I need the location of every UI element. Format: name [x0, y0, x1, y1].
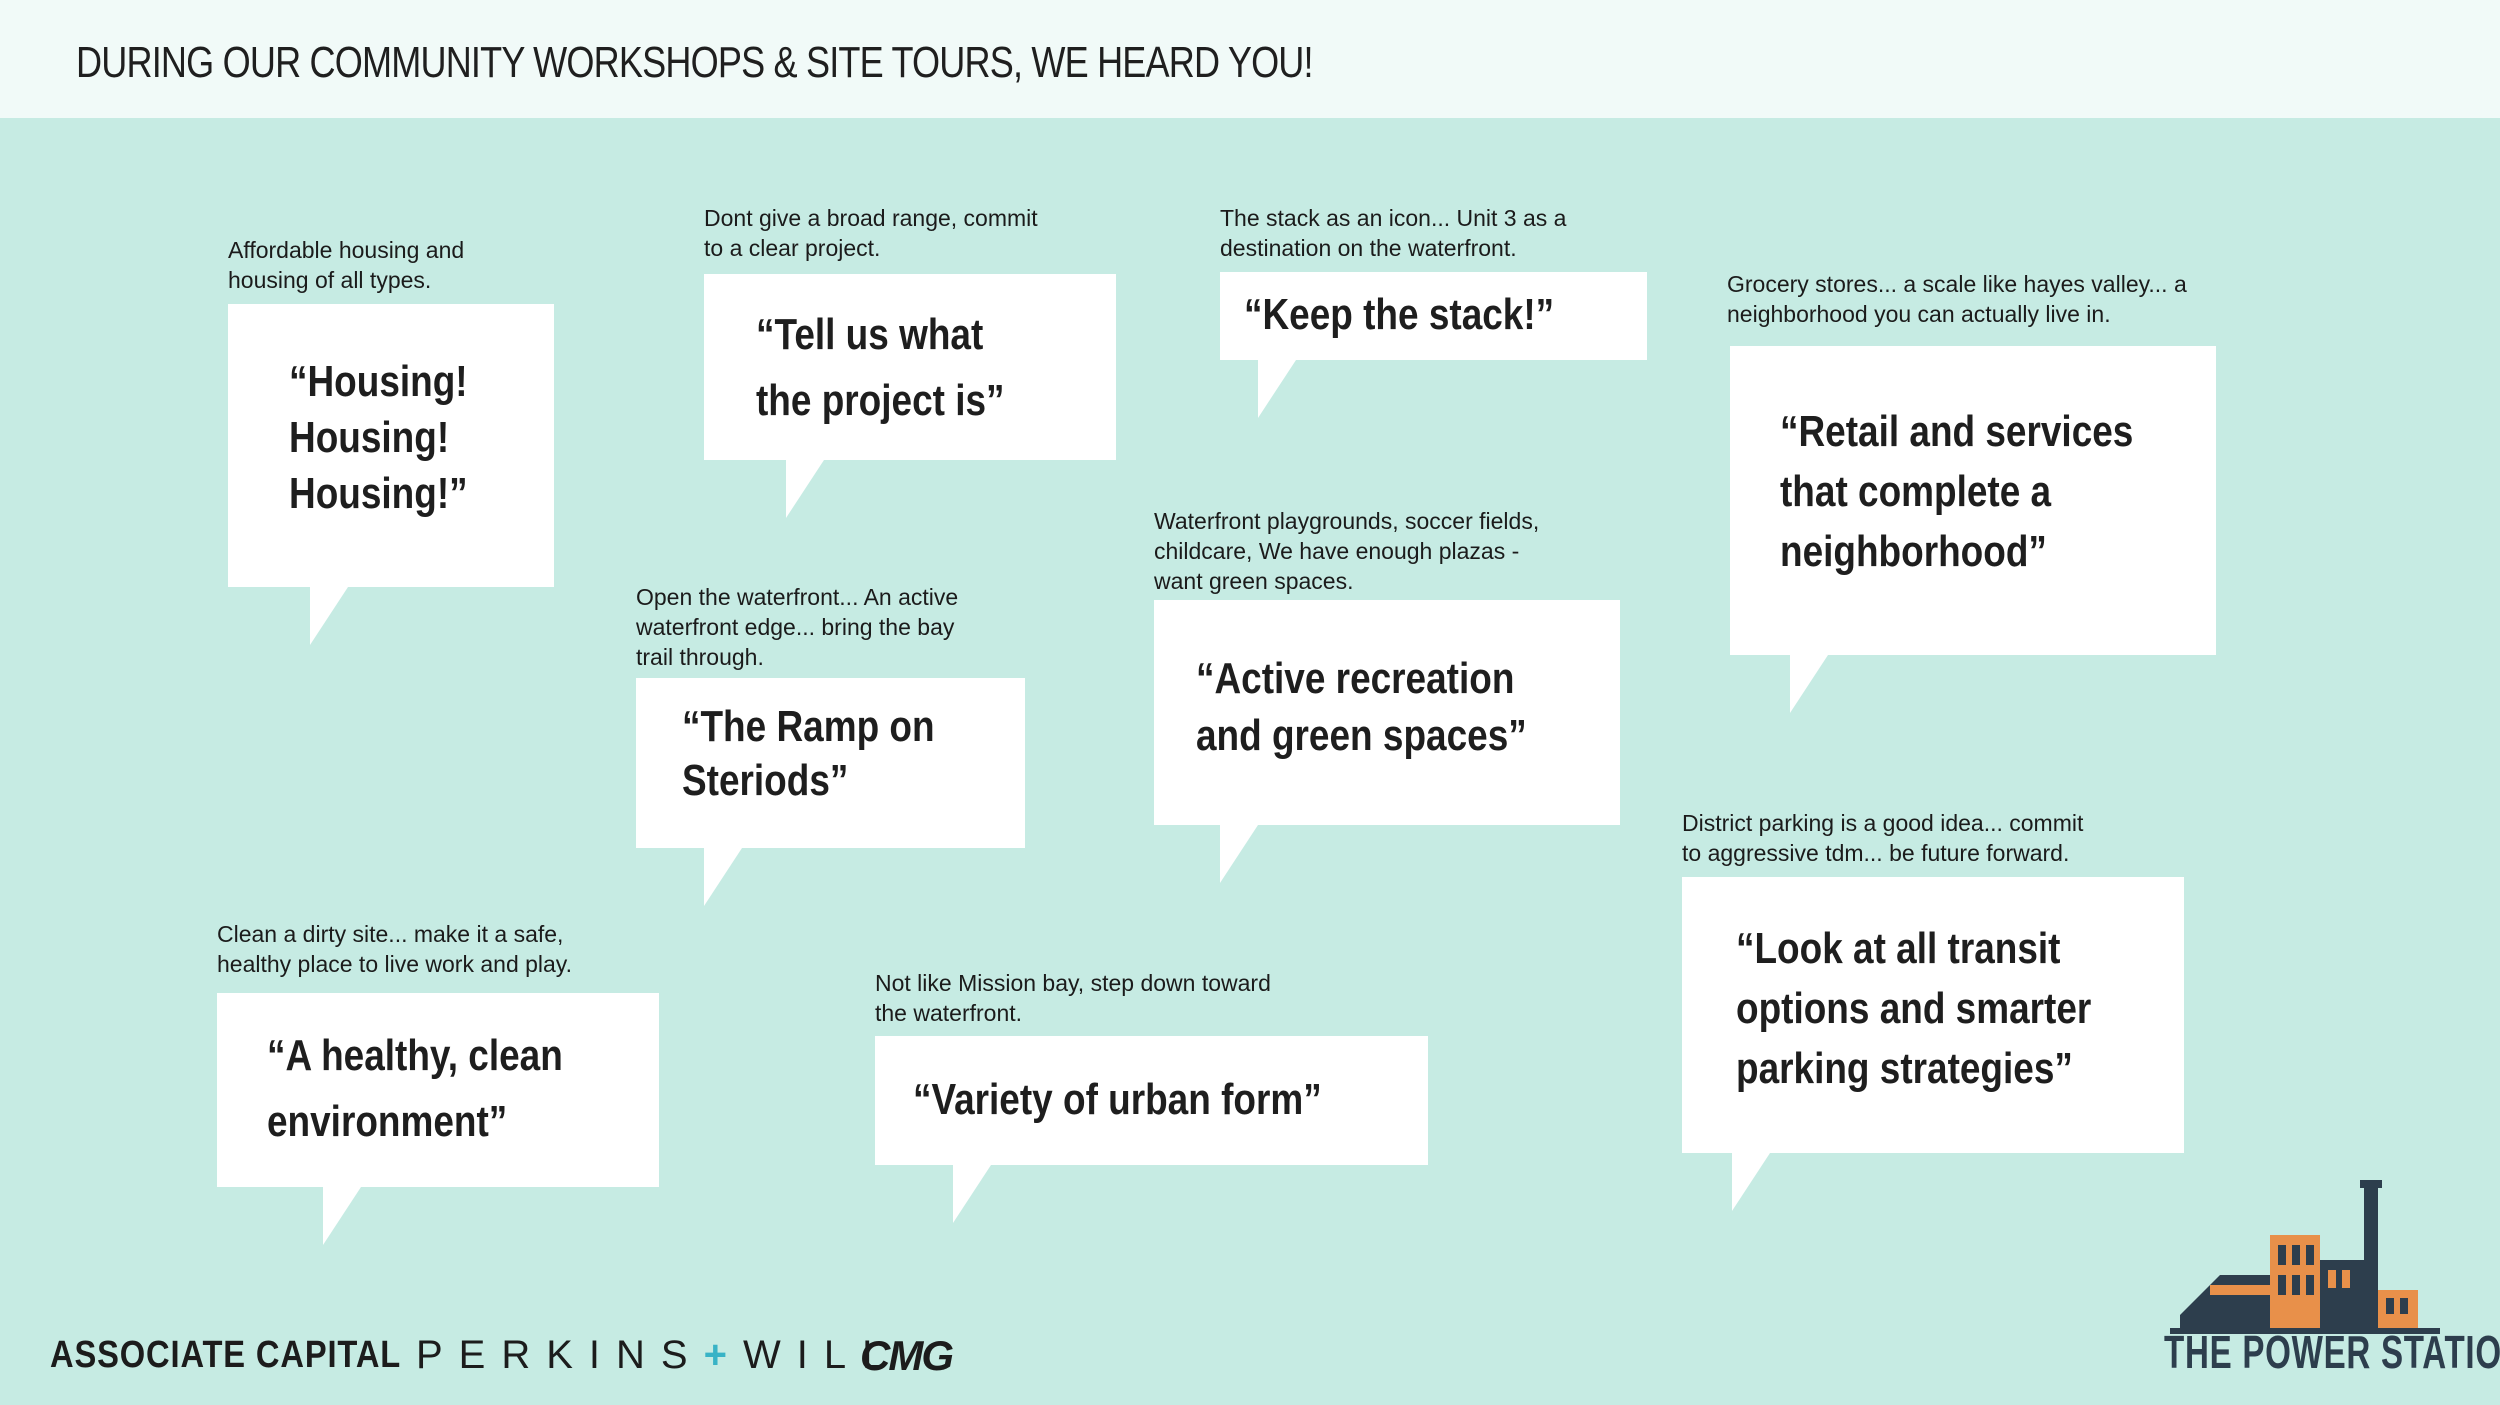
comment-note-ramp: Open the waterfront... An active waterfr…: [636, 584, 959, 670]
bubble-tail: [323, 1187, 361, 1245]
speech-bubble-transit: “Look at all transit options and smarter…: [1682, 877, 2184, 1211]
comment-note-stack: The stack as an icon... Unit 3 as a dest…: [1220, 205, 1567, 261]
speech-bubble-healthy: “A healthy, clean environment”: [217, 993, 659, 1245]
quote-transit: “Look at all transit options and smarter…: [1736, 924, 2092, 1093]
perkins-logo-text: PERKINS: [416, 1333, 704, 1377]
quote-recreation: “Active recreation and green spaces”: [1196, 654, 1527, 760]
bubble-tail: [1732, 1153, 1770, 1211]
associate-capital-logo: ASSOCIATE CAPITAL: [50, 1334, 402, 1376]
cmg-logo: CMG: [860, 1332, 954, 1379]
comment-note-transit: District parking is a good idea... commi…: [1682, 810, 2084, 866]
bubble-tail: [953, 1165, 991, 1223]
bubble-tail: [310, 587, 348, 645]
bubble-tail: [704, 848, 742, 906]
quote-project: “Tell us what the project is”: [756, 310, 1005, 425]
bubble-tail: [1790, 655, 1828, 713]
bubble-tail: [1220, 825, 1258, 883]
speech-bubble-stack: “Keep the stack!”: [1220, 272, 1647, 418]
power-station-building-icon: [2170, 1180, 2440, 1334]
speech-bubble-urban-form: “Variety of urban form”: [875, 1036, 1428, 1223]
quote-ramp: “The Ramp on Steriods”: [682, 702, 935, 805]
will-logo-text: WILL: [742, 1333, 901, 1377]
speech-bubble-project: “Tell us what the project is”: [704, 274, 1116, 518]
header-bar: DURING OUR COMMUNITY WORKSHOPS & SITE TO…: [0, 0, 2500, 118]
comment-note-housing: Affordable housing and housing of all ty…: [228, 237, 465, 293]
power-station-logo-text: THE POWER STATION: [2164, 1326, 2500, 1378]
page-title: DURING OUR COMMUNITY WORKSHOPS & SITE TO…: [76, 38, 1314, 87]
comment-note-project: Dont give a broad range, commit to a cle…: [704, 205, 1038, 261]
bubble-tail: [786, 460, 824, 518]
quote-healthy: “A healthy, clean environment”: [267, 1031, 563, 1146]
speech-bubble-housing: “Housing! Housing! Housing!”: [228, 304, 554, 645]
quote-urban-form: “Variety of urban form”: [913, 1075, 1322, 1124]
speech-bubble-retail: “Retail and services that complete a nei…: [1730, 346, 2216, 713]
bubble-tail: [1258, 360, 1296, 418]
comment-note-urban-form: Not like Mission bay, step down toward t…: [875, 970, 1271, 1026]
perkins-will-logo: PERKINS+WILL: [416, 1333, 900, 1378]
comment-note-recreation: Waterfront playgrounds, soccer fields, c…: [1154, 508, 1540, 594]
comment-note-healthy: Clean a dirty site... make it a safe, he…: [217, 921, 572, 977]
quote-housing: “Housing! Housing! Housing!”: [289, 357, 468, 518]
perkins-plus-icon: +: [703, 1333, 743, 1377]
quote-stack: “Keep the stack!”: [1244, 290, 1555, 339]
quote-retail: “Retail and services that complete a nei…: [1780, 407, 2134, 576]
speech-bubble-ramp: “The Ramp on Steriods”: [636, 678, 1025, 906]
comment-note-retail: Grocery stores... a scale like hayes val…: [1727, 271, 2187, 327]
speech-bubble-recreation: “Active recreation and green spaces”: [1154, 600, 1620, 883]
